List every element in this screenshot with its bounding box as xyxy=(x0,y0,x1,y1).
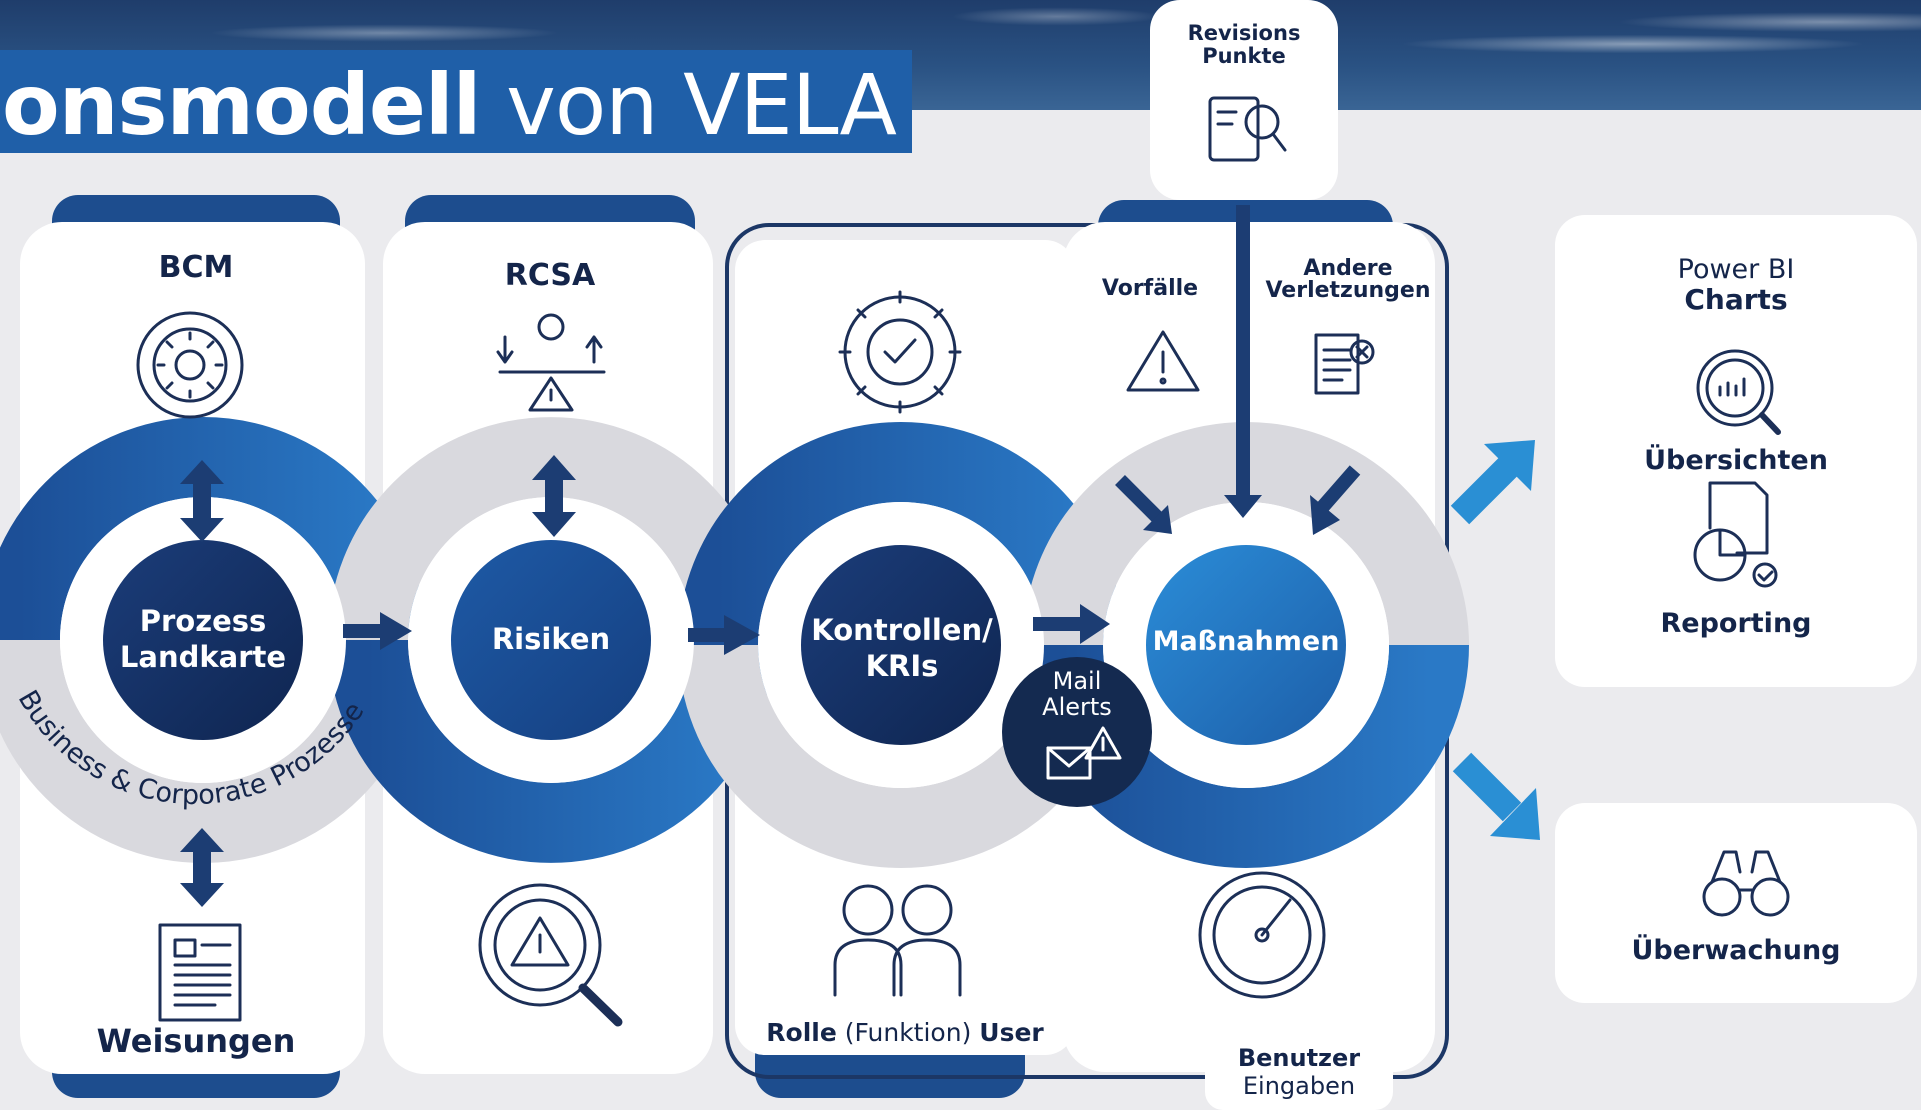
mail-warning-icon xyxy=(1046,726,1122,780)
weisungen-link-arrow xyxy=(180,828,224,907)
book-search-icon xyxy=(1208,96,1287,162)
uebersichten-label: Übersichten xyxy=(1644,445,1828,476)
chart-search-icon xyxy=(1696,349,1781,435)
massnahmen-circle xyxy=(1146,545,1346,745)
ueberwachung-arrow xyxy=(1452,752,1540,840)
mail-alerts-circle xyxy=(1002,657,1152,807)
rcsa-title: RCSA xyxy=(504,258,596,293)
binoculars-icon xyxy=(1702,850,1790,917)
scale-icon xyxy=(496,313,606,412)
reporting-label: Reporting xyxy=(1660,608,1812,639)
powerbi-card xyxy=(1555,215,1917,687)
warning-icon xyxy=(1126,330,1200,392)
benutzer-card xyxy=(1205,1035,1393,1110)
kontrollen-circle xyxy=(801,545,1001,745)
title-bar xyxy=(0,50,912,153)
rolle-user-label: Rolle (Funktion) User xyxy=(766,1018,1044,1047)
weisungen-label: Weisungen xyxy=(96,1022,296,1060)
revision-card xyxy=(1150,0,1338,200)
ueberwachung-card xyxy=(1555,803,1917,1003)
page-title: onsmodell von VELA xyxy=(2,56,897,154)
bcm-cycle-icon xyxy=(136,311,244,419)
kontrollen-label: Kontrollen/KRIs xyxy=(811,613,993,683)
bcm-link-arrow xyxy=(180,460,224,542)
gauge-icon xyxy=(1198,871,1326,999)
report-pie-icon xyxy=(1693,481,1778,588)
bcm-title: BCM xyxy=(158,250,234,285)
powerbi-arrow xyxy=(1450,440,1535,525)
massnahmen-label: Maßnahmen xyxy=(1152,626,1340,657)
risiken-circle xyxy=(451,540,651,740)
document-error-icon xyxy=(1314,333,1375,395)
users-icon xyxy=(833,884,962,997)
ueberwachung-label: Überwachung xyxy=(1631,935,1841,966)
gear-check-icon xyxy=(838,290,962,414)
risk-search-icon xyxy=(478,883,623,1027)
prozess-circle xyxy=(103,540,303,740)
document-icon xyxy=(158,923,242,1022)
risiken-label: Risiken xyxy=(491,622,611,656)
rcsa-link-arrow xyxy=(532,455,576,537)
vorfaelle-label: Vorfälle xyxy=(1101,276,1199,301)
